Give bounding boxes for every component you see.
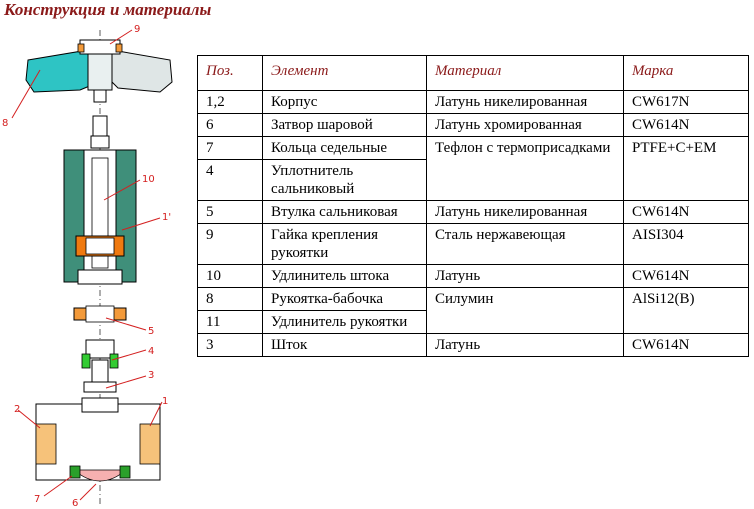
valve-exploded-drawing: 9 8 10 1' 5 4 3 2 1 7 6 (2, 24, 173, 509)
callout-1-prime: 1' (162, 212, 171, 223)
cell-element: Кольца седельные (262, 136, 427, 160)
cell-material: Сталь нержавеющая (426, 223, 624, 265)
cell-pos: 7 (197, 136, 263, 160)
table-row: 8 Рукоятка-бабочка Силумин AlSi12(B) (197, 287, 749, 334)
callout-9: 9 (134, 24, 140, 35)
cell-grade: CW617N (623, 90, 749, 114)
handle-extension (63, 149, 137, 285)
callout-4: 4 (148, 346, 154, 357)
cell-material: Латунь хромированная (426, 113, 624, 137)
header-material: Материал (426, 55, 624, 91)
cell-grade: AISI304 (623, 223, 749, 265)
table-row: 9 Гайка крепления рукоятки Сталь нержаве… (197, 223, 749, 265)
cell-element: Шток (262, 333, 427, 357)
cell-grade: CW614N (623, 200, 749, 224)
cell-material: Силумин (426, 287, 624, 334)
cell-grade: CW614N (623, 264, 749, 288)
cell-pos: 1,2 (197, 90, 263, 114)
cell-grade: CW614N (623, 333, 749, 357)
cell-material: Латунь (426, 333, 624, 357)
cell-material: Латунь (426, 264, 624, 288)
callout-1: 1 (162, 396, 168, 407)
table-row: 6 Затвор шаровой Латунь хромированная CW… (197, 113, 749, 137)
cell-element: Гайка крепления рукоятки (262, 223, 427, 265)
gland-bushing (73, 305, 127, 323)
valve-body (35, 397, 161, 482)
header-element: Элемент (262, 55, 427, 91)
callout-3: 3 (148, 370, 154, 381)
cell-element: Уплотнитель сальниковый (262, 159, 427, 201)
cell-element: Затвор шаровой (262, 113, 427, 137)
table-row: 3 Шток Латунь CW614N (197, 333, 749, 357)
cell-element: Удлинитель рукоятки (262, 310, 427, 334)
table-row: 4 Уплотнитель сальниковый (197, 159, 749, 201)
table-row: 5 Втулка сальниковая Латунь никелированн… (197, 200, 749, 224)
cell-pos: 11 (197, 310, 263, 334)
cell-grade: PTFE+C+EM (623, 136, 749, 201)
page-title: Конструкция и материалы (4, 0, 212, 19)
cell-element: Рукоятка-бабочка (262, 287, 427, 311)
cell-material: Латунь никелированная (426, 90, 624, 114)
callout-10: 10 (142, 174, 155, 185)
cell-pos: 9 (197, 223, 263, 265)
cell-element: Корпус (262, 90, 427, 114)
callout-5: 5 (148, 326, 154, 337)
cell-pos: 3 (197, 333, 263, 357)
gland-seal (81, 339, 119, 369)
handle-nut (77, 39, 123, 55)
cell-grade: AlSi12(B) (623, 287, 749, 334)
cell-material: Латунь никелированная (426, 200, 624, 224)
callout-8: 8 (2, 118, 8, 129)
cell-pos: 4 (197, 159, 263, 201)
table-row: 11 Удлинитель рукоятки (197, 310, 749, 334)
cell-grade: CW614N (623, 113, 749, 137)
header-pos: Поз. (197, 55, 263, 91)
table-header-row: Поз. Элемент Материал Марка (197, 55, 749, 91)
table-row: 7 Кольца седельные Тефлон с термоприсадк… (197, 136, 749, 201)
table-row: 10 Удлинитель штока Латунь CW614N (197, 264, 749, 288)
header-grade: Марка (623, 55, 749, 91)
cell-pos: 6 (197, 113, 263, 137)
table-row: 1,2 Корпус Латунь никелированная CW617N (197, 90, 749, 114)
cell-material: Тефлон с термоприсадками (426, 136, 624, 201)
cell-pos: 5 (197, 200, 263, 224)
callout-7: 7 (34, 494, 40, 505)
spec-table: Поз. Элемент Материал Марка 1,2 Корпус Л… (197, 55, 749, 357)
stem (83, 359, 117, 393)
cell-pos: 8 (197, 287, 263, 311)
callout-6: 6 (72, 498, 78, 509)
cell-element: Втулка сальниковая (262, 200, 427, 224)
cell-element: Удлинитель штока (262, 264, 427, 288)
callout-2: 2 (14, 404, 20, 415)
butterfly-handle (25, 49, 173, 103)
cell-pos: 10 (197, 264, 263, 288)
